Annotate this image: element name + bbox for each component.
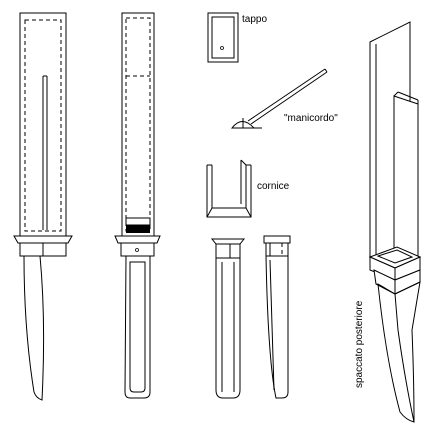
knife-front-sheathed <box>13 12 73 401</box>
handle-outline <box>215 257 241 399</box>
label-spaccato-posteriore: spaccato posteriore <box>354 300 365 388</box>
guard-section <box>114 235 161 244</box>
inner-panel <box>393 95 419 263</box>
blade-exposed <box>23 255 45 401</box>
tappo-outline <box>207 12 239 63</box>
section-filled-band <box>126 225 150 233</box>
manicordo-cord <box>247 68 326 122</box>
label-cornice: cornice <box>257 181 290 192</box>
posterior-section: spaccato posteriore <box>354 21 422 423</box>
guard <box>13 235 73 244</box>
handle-side-b <box>263 235 291 399</box>
handle-section <box>124 255 151 399</box>
label-tappo: tappo <box>242 14 267 25</box>
blade-side-outline <box>265 255 289 399</box>
knife-section <box>114 12 161 399</box>
cornice-outer <box>206 165 252 218</box>
tappo-part: tappo <box>207 12 267 63</box>
cornice-part: cornice <box>206 159 290 218</box>
manicordo-part: "manicordo" <box>230 68 338 129</box>
blade-posterior <box>377 283 415 423</box>
sheath-section-outline <box>121 12 155 237</box>
sheath-inner-dashed <box>24 19 62 232</box>
handle-side-a <box>210 238 246 399</box>
cornice-inner <box>211 165 247 209</box>
label-manicordo: "manicordo" <box>284 113 338 124</box>
sheath-section-dashed <box>125 17 151 232</box>
